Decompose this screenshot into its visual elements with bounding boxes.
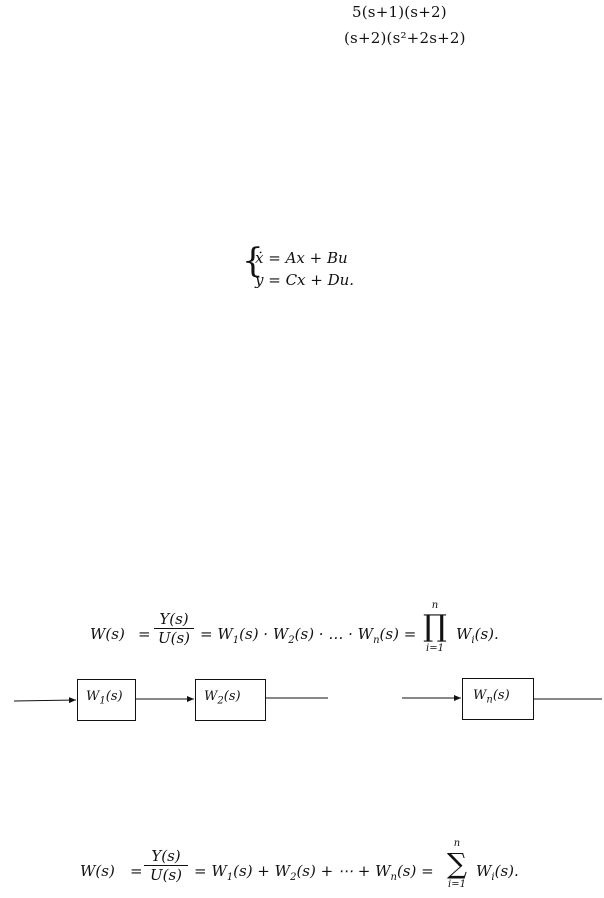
- block-w1-label: W1(s): [86, 689, 123, 707]
- series-w1-sub: 1: [232, 635, 240, 646]
- parallel-w2-sub: 2: [290, 872, 297, 883]
- parallel-frac-den: U(s): [149, 866, 183, 884]
- series-rhs: = W1(s) · W2(s) · … · Wn(s) =: [200, 625, 416, 646]
- series-w1: = W: [200, 625, 233, 643]
- sum-term: Wi(s).: [476, 862, 519, 883]
- block-w1: W1(s): [77, 679, 136, 721]
- parallel-formula: W(s) = Y(s) U(s) = W1(s) + W2(s) + ⋯ + W…: [80, 838, 530, 898]
- series-frac-den: U(s): [157, 629, 191, 647]
- product-upper: n: [431, 600, 439, 611]
- sum-upper: n: [453, 838, 461, 849]
- series-eq-sign: =: [138, 625, 151, 643]
- parallel-eq-sign: =: [130, 862, 143, 880]
- block-w1-w: W: [86, 689, 100, 704]
- series-frac-num: Y(s): [159, 610, 189, 628]
- sum-operator: n ∑ i=1: [444, 838, 470, 890]
- block-wn-w: W: [473, 688, 487, 703]
- block-w1-tail: (s): [105, 689, 123, 704]
- sum-term-sub: i: [491, 872, 495, 883]
- product-lower: i=1: [426, 643, 444, 654]
- sum-symbol: ∑: [447, 847, 467, 880]
- parallel-fraction: Y(s) U(s): [144, 847, 188, 884]
- sum-term-w: W: [476, 862, 492, 880]
- block-w2-w: W: [204, 689, 218, 704]
- product-term: Wi(s).: [456, 625, 499, 646]
- top-fraction-denominator: (s+2)(s²+2s+2): [344, 29, 466, 47]
- product-symbol: ∏: [423, 609, 447, 644]
- sum-lower: i=1: [448, 879, 466, 890]
- sum-term-tail: (s).: [494, 862, 519, 880]
- parallel-wn-sub: n: [390, 872, 397, 883]
- top-fraction-numerator: 5(s+1)(s+2): [352, 3, 447, 21]
- series-frac-bar: [154, 628, 194, 629]
- block-wn: Wn(s): [462, 678, 534, 720]
- parallel-w1: = W: [194, 862, 227, 880]
- parallel-equals: (s) =: [396, 862, 434, 880]
- series-wn-sub: n: [373, 635, 380, 646]
- state-equation: ẋ = Ax + Bu: [255, 249, 348, 267]
- parallel-w1-sub: 1: [226, 872, 234, 883]
- series-w2-sub: 2: [288, 635, 295, 646]
- series-w2: (s) · W: [239, 625, 289, 643]
- block-w1-sub: 1: [99, 695, 106, 707]
- parallel-frac-num: Y(s): [151, 847, 181, 865]
- product-term-w: W: [456, 625, 472, 643]
- series-fraction: Y(s) U(s): [154, 610, 194, 647]
- block-w2-tail: (s): [223, 689, 241, 704]
- parallel-w2: (s) + W: [233, 862, 291, 880]
- product-operator: n ∏ i=1: [422, 600, 448, 654]
- parallel-wn: (s) + ⋯ + W: [296, 862, 391, 880]
- series-formula: W(s) = Y(s) U(s) = W1(s) · W2(s) · … · W…: [90, 600, 530, 670]
- series-lhs: W(s): [90, 625, 125, 643]
- block-w2-label: W2(s): [204, 689, 241, 707]
- system-brace: {: [242, 241, 264, 281]
- series-wn: (s) · … · W: [294, 625, 374, 643]
- top-fraction: 5(s+1)(s+2) (s+2)(s²+2s+2): [340, 3, 480, 47]
- product-term-sub: i: [471, 635, 475, 646]
- block-w2: W2(s): [195, 679, 266, 721]
- product-term-tail: (s).: [474, 625, 499, 643]
- parallel-frac-bar: [144, 865, 188, 866]
- block-wn-tail: (s): [492, 688, 510, 703]
- parallel-lhs: W(s): [80, 862, 115, 880]
- parallel-rhs: = W1(s) + W2(s) + ⋯ + Wn(s) =: [194, 862, 434, 883]
- output-equation: y = Cx + Du.: [255, 271, 355, 289]
- input-arrow: [13, 697, 77, 704]
- block-wn-label: Wn(s): [473, 688, 510, 706]
- series-equals: (s) =: [379, 625, 417, 643]
- block-w2-sub: 2: [217, 695, 224, 707]
- block-wn-sub: n: [486, 694, 493, 706]
